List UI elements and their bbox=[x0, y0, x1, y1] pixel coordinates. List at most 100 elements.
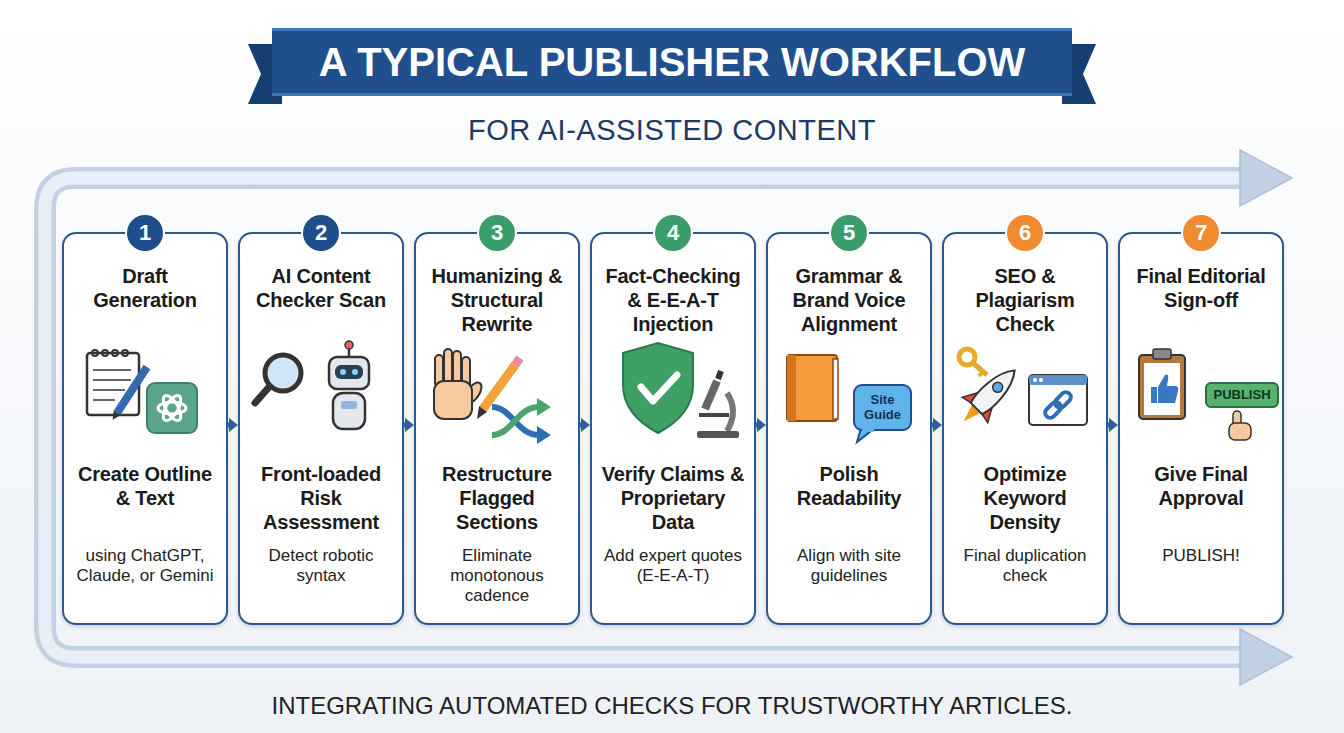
title-ribbon: A TYPICAL PUBLISHER WORKFLOW bbox=[272, 28, 1072, 96]
step-subheading: Restructure Flagged Sections bbox=[421, 462, 573, 546]
step-description: using ChatGPT, Claude, or Gemini bbox=[69, 546, 221, 586]
step-card: Humanizing & Structural RewriteRestructu… bbox=[414, 232, 580, 625]
guide-icon bbox=[787, 355, 796, 421]
subtitle-box: FOR AI-ASSISTED CONTENT bbox=[0, 110, 1344, 152]
step-heading: Fact-Checking & E-E-A-T Injection bbox=[597, 264, 749, 344]
rewrite-icon bbox=[515, 358, 520, 365]
button-label-box: PUBLISH bbox=[1206, 383, 1278, 407]
draft-icon bbox=[117, 367, 147, 413]
step-number-circle: 4 bbox=[653, 213, 693, 253]
step-heading: SEO & Plagiarism Check bbox=[949, 264, 1101, 344]
fact-check-icon bbox=[705, 381, 717, 409]
step-number-circle: 7 bbox=[1181, 213, 1221, 253]
seo-icon bbox=[951, 358, 1027, 434]
flow-arrow bbox=[580, 423, 586, 428]
approval-icon bbox=[1206, 383, 1278, 407]
rewrite-icon bbox=[434, 381, 472, 419]
step-description: Final duplication check bbox=[949, 546, 1101, 586]
rewrite-icon bbox=[492, 407, 539, 435]
step-description: Align with site guidelines bbox=[773, 546, 925, 586]
rewrite-icon bbox=[537, 426, 551, 444]
guide-icon bbox=[787, 355, 837, 421]
checker-icon bbox=[333, 393, 365, 429]
fact-check-icon bbox=[641, 375, 677, 401]
checker-icon bbox=[255, 386, 270, 403]
step-subheading: Create Outline & Text bbox=[69, 462, 221, 546]
flow-arrow bbox=[932, 423, 938, 428]
step-description: Add expert quotes (E-E-A-T) bbox=[597, 546, 749, 586]
step-description: Detect robotic syntax bbox=[245, 546, 397, 586]
step-subheading: Give Final Approval bbox=[1125, 462, 1277, 546]
caption-row: INTEGRATING AUTOMATED CHECKS FOR TRUSTWO… bbox=[0, 692, 1344, 720]
seo-icon bbox=[951, 349, 1087, 434]
draft-icon bbox=[113, 411, 121, 420]
guide-icon bbox=[833, 359, 838, 419]
checker-icon bbox=[345, 341, 353, 349]
step-heading: Humanizing & Structural Rewrite bbox=[421, 264, 573, 344]
seo-icon bbox=[959, 349, 975, 365]
loop-arrow bbox=[45, 150, 1292, 685]
loop-arrow bbox=[45, 178, 1245, 657]
approval-icon bbox=[1229, 423, 1251, 440]
approval-icon bbox=[1153, 349, 1171, 359]
seo-icon bbox=[1039, 378, 1043, 382]
step-heading: Grammar & Brand Voice Alignment bbox=[773, 264, 925, 344]
step-card: Draft GenerationCreate Outline & Textusi… bbox=[62, 232, 228, 625]
step-number-circle: 6 bbox=[1005, 213, 1045, 253]
step-heading: AI Content Checker Scan bbox=[245, 264, 397, 344]
flow-arrow bbox=[1108, 423, 1114, 428]
step-number-circle: 2 bbox=[301, 213, 341, 253]
step-heading: Draft Generation bbox=[69, 264, 221, 344]
approval-icon bbox=[1139, 349, 1278, 440]
seo-icon bbox=[1053, 390, 1073, 410]
rewrite-icon bbox=[434, 349, 551, 444]
checker-icon bbox=[340, 369, 346, 375]
fact-check-icon bbox=[697, 431, 739, 438]
step-number-circle: 1 bbox=[125, 213, 165, 253]
fact-check-icon bbox=[718, 371, 721, 379]
draft-icon bbox=[92, 350, 98, 356]
draft-icon bbox=[93, 389, 125, 391]
seo-icon bbox=[1033, 378, 1037, 382]
draft-icon bbox=[147, 383, 197, 433]
seo-icon bbox=[1043, 400, 1063, 420]
fact-check-icon bbox=[727, 393, 733, 431]
guide-icon bbox=[787, 355, 911, 442]
step-card: SEO & Plagiarism CheckOptimize Keyword D… bbox=[942, 232, 1108, 625]
draft-icon bbox=[87, 350, 197, 433]
step-number: 2 bbox=[315, 220, 327, 246]
fact-check-icon bbox=[623, 343, 693, 433]
fact-check-icon bbox=[623, 343, 739, 438]
step-subheading: Front-loaded Risk Assessment bbox=[245, 462, 397, 546]
title-text: A TYPICAL PUBLISHER WORKFLOW bbox=[319, 40, 1026, 85]
draft-icon bbox=[93, 379, 131, 381]
step-subheading: Optimize Keyword Density bbox=[949, 462, 1101, 546]
step-heading: Final Editorial Sign-off bbox=[1125, 264, 1277, 344]
checker-icon bbox=[265, 355, 301, 391]
draft-icon bbox=[93, 399, 115, 401]
step-description: Eliminate monotonous cadence bbox=[421, 546, 573, 606]
seo-icon bbox=[973, 363, 987, 375]
step-number: 1 bbox=[139, 220, 151, 246]
loop-arrow bbox=[1240, 150, 1292, 206]
checker-icon bbox=[352, 369, 358, 375]
step-subheading: Verify Claims & Proprietary Data bbox=[597, 462, 749, 546]
step-number: 4 bbox=[667, 220, 679, 246]
step-number: 5 bbox=[843, 220, 855, 246]
step-subheading: Polish Readability bbox=[773, 462, 925, 546]
draft-icon bbox=[112, 350, 118, 356]
step-number-circle: 5 bbox=[829, 213, 869, 253]
flow-arrow bbox=[404, 423, 410, 428]
approval-icon bbox=[1158, 375, 1178, 403]
rewrite-icon bbox=[537, 398, 551, 416]
approval-icon bbox=[1144, 363, 1180, 415]
rewrite-icon bbox=[477, 406, 487, 419]
fact-check-icon bbox=[699, 413, 729, 417]
approval-icon bbox=[1151, 387, 1157, 403]
step-number: 7 bbox=[1195, 220, 1207, 246]
draft-icon bbox=[102, 350, 108, 356]
